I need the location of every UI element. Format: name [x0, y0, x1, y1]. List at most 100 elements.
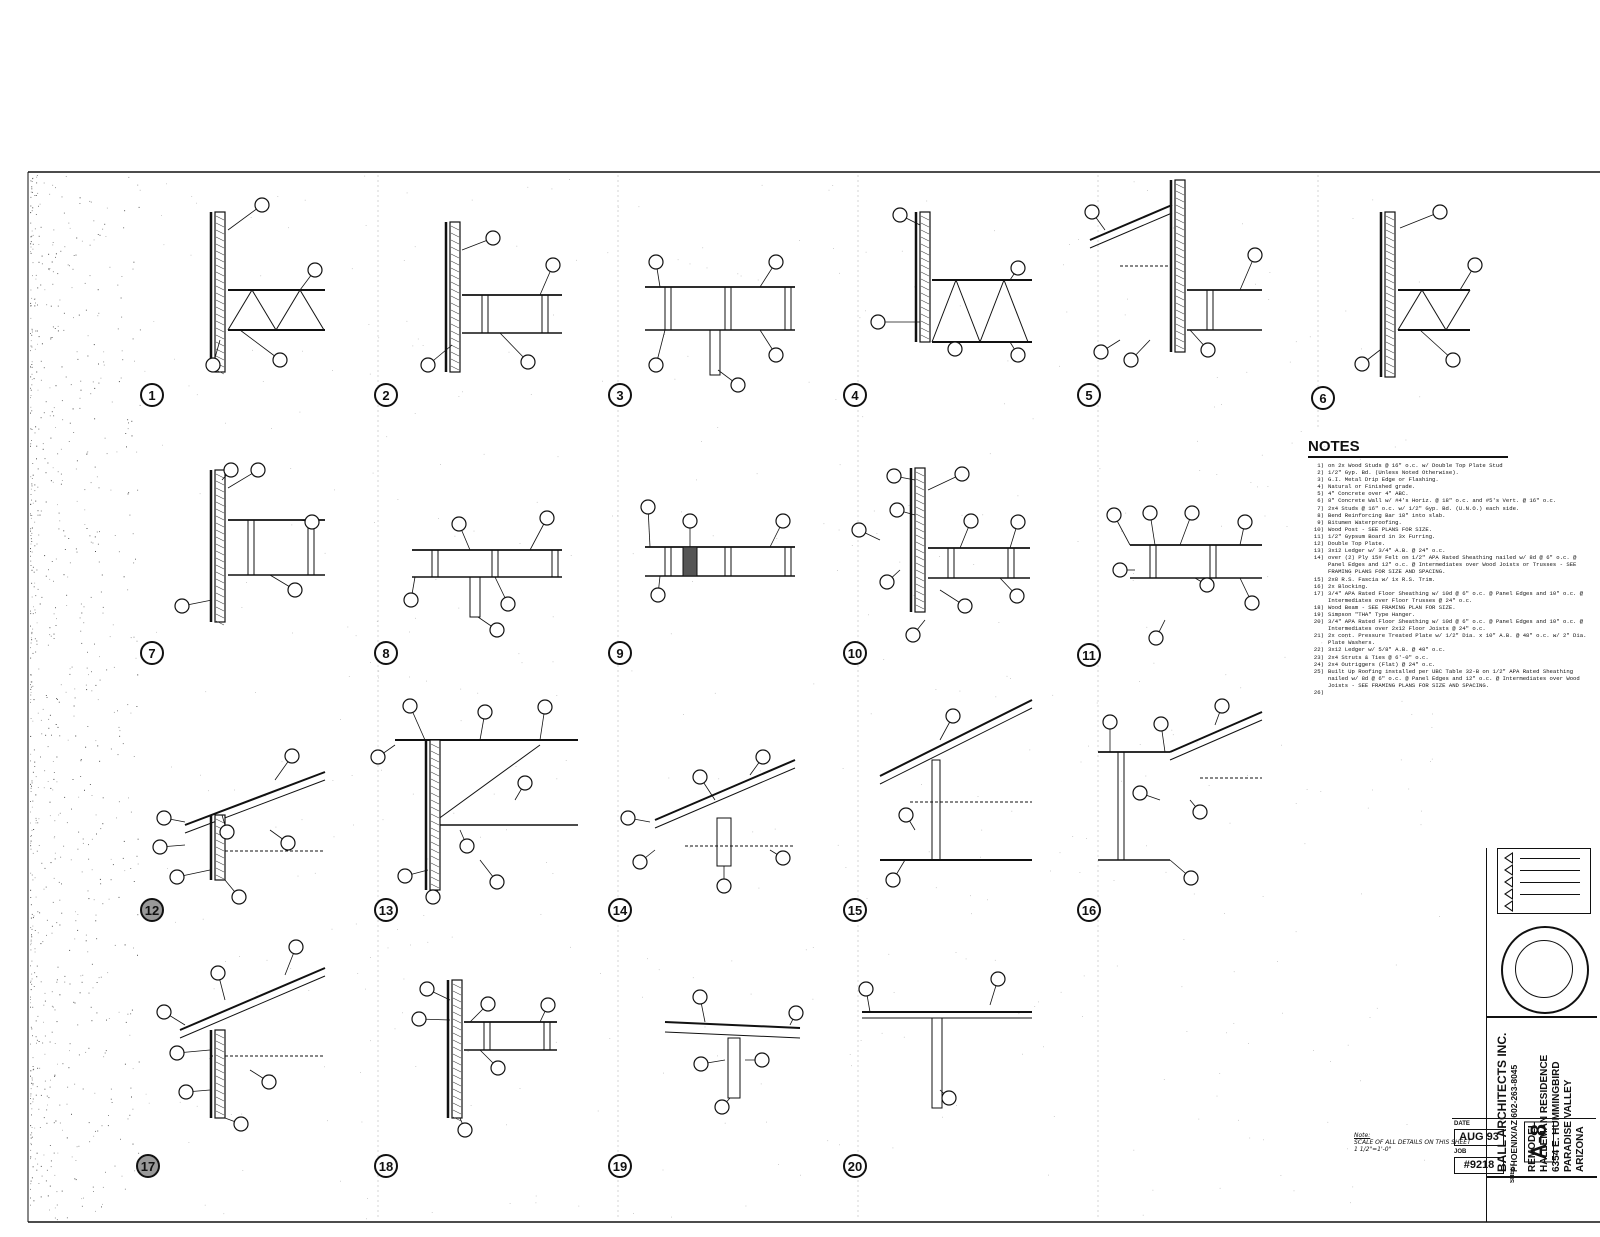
note-text: Double Top Plate. — [1328, 540, 1386, 548]
detail-number: 5 — [1085, 388, 1092, 403]
stud — [469, 576, 481, 618]
insulation-hatch — [1175, 239, 1185, 245]
detail-marker-circle — [1077, 898, 1101, 922]
callout-bubble — [957, 598, 973, 614]
insulation-hatch — [215, 487, 225, 493]
insulation-hatch — [450, 316, 460, 322]
wall-section — [214, 211, 226, 373]
insulation-hatch — [920, 243, 930, 249]
detail-marker: 4 — [843, 383, 867, 407]
note-item: 20)3/4" APA Rated Floor Sheathing w/ 10d… — [1308, 618, 1588, 632]
insulation-hatch — [215, 299, 225, 305]
notes-list: 1)on 2x Wood Studs @ 16" o.c. w/ Double … — [1308, 462, 1588, 696]
blocking — [247, 519, 255, 576]
insulation-hatch — [430, 827, 440, 833]
insulation-hatch — [920, 229, 930, 235]
insulation-hatch — [915, 583, 925, 589]
revision-line — [1520, 882, 1580, 883]
note-number: 5) — [1317, 490, 1324, 498]
note-item: 3)G.I. Metal Drip Edge or Flashing. — [1308, 476, 1588, 483]
insulation-hatch — [920, 222, 930, 228]
detail-marker: 14 — [608, 898, 632, 922]
sheet-number: A-8 — [1524, 1121, 1554, 1163]
insulation-hatch — [452, 1081, 462, 1087]
insulation-hatch — [215, 215, 225, 221]
note-text: 3/4" APA Rated Floor Sheathing w/ 10d @ … — [1328, 589, 1584, 604]
callout-bubble — [886, 468, 902, 484]
insulation-hatch — [215, 229, 225, 235]
note-text: 2x8 R.S. Fascia w/ 1x R.S. Trim. — [1328, 575, 1436, 583]
callout-bubble — [692, 989, 708, 1005]
insulation-hatch — [215, 250, 225, 256]
note-text: 2x4 Struts & Ties @ 6'-0" o.c. — [1328, 653, 1429, 661]
insulation-hatch — [452, 1067, 462, 1073]
callout-bubble — [650, 587, 666, 603]
insulation-hatch — [215, 818, 225, 824]
insulation-hatch — [1385, 257, 1395, 263]
note-item: 2)1/2" Gyp. Bd. (Unless Noted Otherwise)… — [1308, 469, 1588, 476]
insulation-hatch — [215, 1054, 225, 1060]
insulation-hatch — [1175, 211, 1185, 217]
insulation-hatch — [1385, 306, 1395, 312]
detail-marker: 11 — [1077, 643, 1101, 667]
revision-box — [1497, 848, 1591, 914]
detail-marker-circle — [608, 1154, 632, 1178]
callout-bubble — [768, 254, 784, 270]
detail-marker: 1 — [140, 383, 164, 407]
note-text: 8" Concrete Wall w/ #4's Horiz. @ 18" o.… — [1328, 497, 1557, 505]
insulation-hatch — [430, 757, 440, 763]
detail-number: 3 — [616, 388, 623, 403]
callout-bubble — [537, 699, 553, 715]
insulation-hatch — [215, 257, 225, 263]
callout-bubble — [954, 466, 970, 482]
callout-bubble — [152, 839, 168, 855]
blocking — [431, 549, 439, 578]
callout-bubble — [425, 889, 441, 905]
insulation-hatch — [450, 239, 460, 245]
detail-drawings — [152, 179, 1483, 1138]
callout-bubble — [870, 314, 886, 330]
detail-marker: 10 — [843, 641, 867, 665]
callout-bubble — [775, 513, 791, 529]
insulation-hatch — [215, 508, 225, 514]
insulation-hatch — [215, 1096, 225, 1102]
insulation-hatch — [1385, 348, 1395, 354]
note-text: 4" Concrete over 4" ABC. — [1328, 490, 1409, 498]
note-item: 11)1/2" Gypsum Board in 3x Furring. — [1308, 533, 1588, 540]
insulation-hatch — [1175, 204, 1185, 210]
wall-section — [914, 467, 926, 613]
notes-panel: NOTES 1)on 2x Wood Studs @ 16" o.c. w/ D… — [1308, 438, 1588, 696]
insulation-hatch — [215, 236, 225, 242]
insulation-hatch — [215, 550, 225, 556]
callout-bubble — [280, 835, 296, 851]
callout-bubble — [288, 939, 304, 955]
note-item: 4)Natural or Finished grade. — [1308, 483, 1588, 490]
insulation-hatch — [430, 799, 440, 805]
callout-bubble — [947, 341, 963, 357]
note-text: Simpson "THA" Type Hanger. — [1328, 610, 1416, 618]
insulation-hatch — [215, 1033, 225, 1039]
insulation-hatch — [430, 813, 440, 819]
note-item: 17)3/4" APA Rated Floor Sheathing w/ 10d… — [1308, 590, 1588, 604]
callout-bubble — [1183, 870, 1199, 886]
callout-bubble — [640, 499, 656, 515]
note-item: 24)2x4 Outriggers (Flat) @ 24" o.c. — [1308, 661, 1588, 668]
callout-bubble — [540, 997, 556, 1013]
insulation-hatch — [920, 278, 930, 284]
insulation-hatch — [215, 341, 225, 347]
detail-marker: 9 — [608, 641, 632, 665]
insulation-hatch — [215, 543, 225, 549]
roof-joist — [664, 1021, 801, 1029]
insulation-hatch — [215, 606, 225, 612]
insulation-hatch — [1175, 218, 1185, 224]
callout-bubble — [233, 1116, 249, 1132]
detail-marker: 6 — [1311, 386, 1335, 410]
callout-bubble — [1153, 716, 1169, 732]
insulation-hatch — [450, 281, 460, 287]
insulation-hatch — [915, 485, 925, 491]
insulation-hatch — [450, 309, 460, 315]
notes-title: NOTES — [1308, 438, 1508, 458]
callout-bubble — [632, 854, 648, 870]
callout-bubble — [620, 810, 636, 826]
callout-bubble — [223, 462, 239, 478]
